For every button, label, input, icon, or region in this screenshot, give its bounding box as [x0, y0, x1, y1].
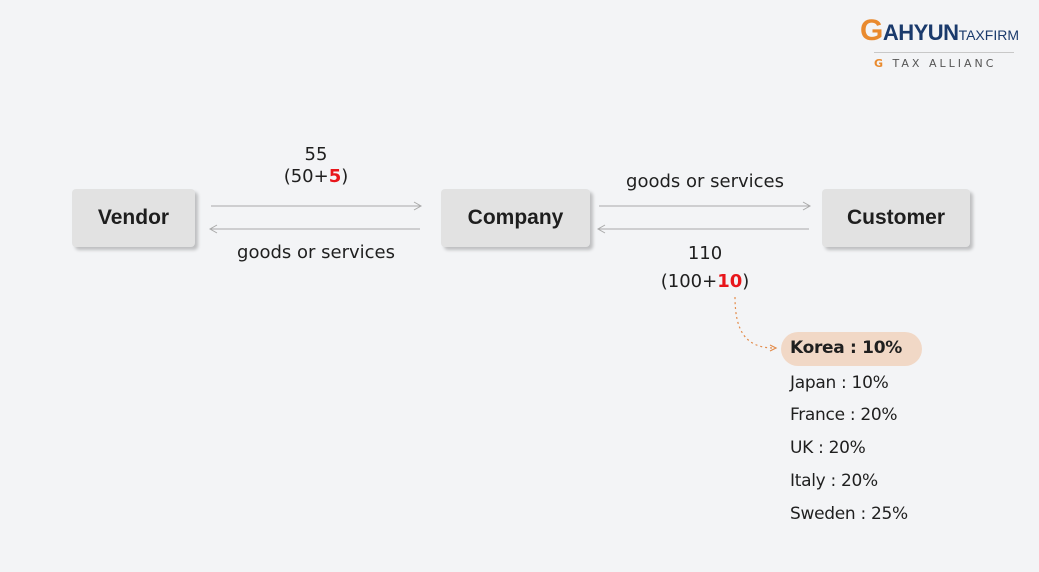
node-customer: Customer	[822, 189, 970, 247]
vat-rate-item: Italy : 20%	[790, 471, 878, 491]
left-goods-label: goods or services	[237, 242, 395, 263]
arrowhead-vendor-to-company	[413, 201, 423, 211]
logo-tagline: G TAX ALLIANC	[874, 57, 997, 70]
node-company: Company	[441, 189, 590, 247]
logo-divider	[874, 52, 1014, 53]
arrowhead-company-to-vendor	[208, 224, 218, 234]
vat-rate-item: Japan : 10%	[790, 373, 889, 393]
right-goods-label: goods or services	[626, 171, 784, 192]
arrowhead-company-to-customer	[802, 201, 812, 211]
logo-wordmark: GAHYUNTAXFIRM	[860, 14, 1019, 47]
korea-highlight	[781, 332, 922, 366]
vat-rate-item: Sweden : 25%	[790, 504, 908, 524]
right-breakdown: (100+10)	[660, 271, 750, 292]
company-logo: GAHYUNTAXFIRM G TAX ALLIANC	[860, 14, 1020, 74]
left-tax-value: 5	[328, 166, 342, 187]
node-vendor: Vendor	[72, 189, 195, 247]
right-amount: 110	[687, 243, 723, 264]
right-tax-value: 10	[717, 271, 743, 292]
left-breakdown: (50+5)	[283, 166, 349, 187]
vat-rate-item: Korea : 10%	[790, 338, 902, 358]
vat-rate-item: UK : 20%	[790, 438, 866, 458]
korea-connector	[734, 296, 775, 349]
left-amount: 55	[304, 144, 328, 165]
korea-connector-arrowhead	[769, 344, 778, 352]
vat-rate-item: France : 20%	[790, 405, 898, 425]
arrowhead-customer-to-company	[596, 224, 606, 234]
